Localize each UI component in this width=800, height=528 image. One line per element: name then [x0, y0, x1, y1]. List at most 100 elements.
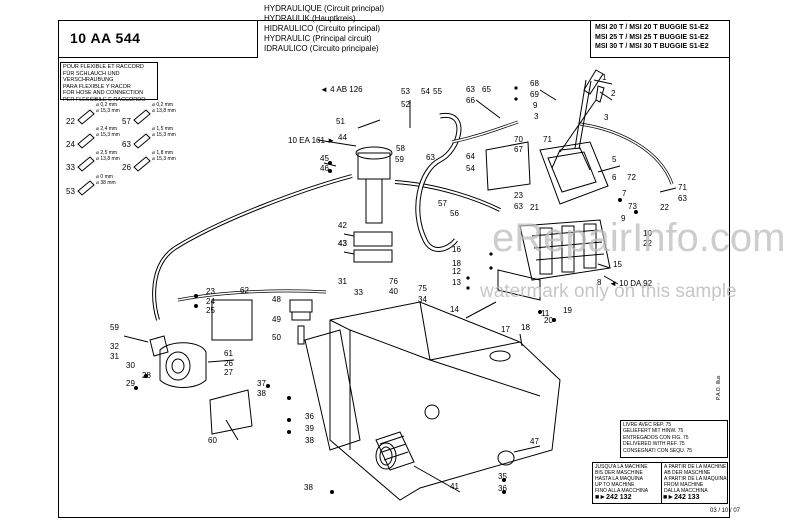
part-number-callout: 31: [338, 277, 347, 286]
part-number-callout: 63: [514, 202, 523, 211]
part-number-callout: 8: [597, 278, 602, 287]
serial-left: ■►242 132: [595, 494, 632, 501]
part-number-callout: 28: [142, 371, 151, 380]
part-number-callout: 30: [126, 361, 135, 370]
serial-col-left: JUSQU'A LA MACHINE BIS DER MASCHINE HAST…: [595, 464, 649, 494]
part-number-callout: 65: [482, 85, 491, 94]
part-number-callout: 35: [498, 472, 507, 481]
part-number-callout: 18: [521, 323, 530, 332]
part-number-callout: 1: [602, 73, 607, 82]
part-number-callout: 3: [604, 113, 609, 122]
part-number-callout: 43: [338, 239, 347, 248]
title-block: HYDRAULIQUE (Circuit principal) HYDRAULI…: [264, 4, 384, 54]
part-number-callout: 61: [224, 349, 233, 358]
part-number-callout: 31: [110, 352, 119, 361]
hose-legend-line: PER FLESSIBILE E RACCORDO: [63, 96, 146, 103]
part-number-callout: 70: [514, 135, 523, 144]
part-number-callout: 29: [126, 379, 135, 388]
part-number-callout: 32: [110, 342, 119, 351]
note-line: GELIEFERT MIT HINW. 75: [623, 428, 684, 435]
part-number-callout: 20: [544, 316, 553, 325]
hose-legend-line: FÜR SCHLAUCH UND VERSCHRAUBUNG: [63, 70, 120, 84]
hose-num: 53: [66, 187, 75, 196]
part-number-callout: 9: [621, 214, 626, 223]
part-number-callout: 41: [450, 482, 459, 491]
part-number-callout: 11: [541, 309, 550, 318]
hose-legend-line: PARA FLEXIBLE Y RACOR: [63, 83, 131, 90]
watermark-subtitle: watermark only on this sample: [480, 281, 737, 302]
part-number-callout: 51: [336, 117, 345, 126]
delivered-note: LIVRE AVEC REP. 75 GELIEFERT MIT HINW. 7…: [620, 420, 728, 458]
part-number-callout: 63: [678, 194, 687, 203]
pao-label: P.A.O. Illus: [716, 375, 722, 400]
part-number-callout: 42: [338, 221, 347, 230]
part-number-callout: 55: [433, 87, 442, 96]
part-number-callout: 63: [426, 153, 435, 162]
part-number-callout: 14: [450, 305, 459, 314]
part-number-callout: 56: [450, 209, 459, 218]
part-number-callout: 3: [534, 112, 539, 121]
part-number-callout: 59: [110, 323, 119, 332]
part-number-callout: 39: [305, 424, 314, 433]
part-number-callout: 38: [304, 483, 313, 492]
part-number-callout: 54: [421, 87, 430, 96]
part-number-callout: 68: [530, 79, 539, 88]
note-line: ENTREGADOS CON FIG. 75: [623, 434, 689, 441]
hose-size: ⌀ 0,2 mm⌀ 15,3 mm: [96, 102, 120, 114]
part-number-callout: 23: [514, 191, 523, 200]
part-number-callout: 9: [533, 101, 538, 110]
note-line: LIVRE AVEC REP. 75: [623, 422, 672, 428]
part-number-callout: 71: [543, 135, 552, 144]
part-number-callout: 63: [466, 85, 475, 94]
page-frame: [58, 20, 730, 518]
title-fr: HYDRAULIQUE (Circuit principal): [264, 4, 385, 13]
part-number-callout: 53: [401, 87, 410, 96]
part-number-callout: 15: [613, 260, 622, 269]
hose-num: 26: [122, 163, 131, 172]
hose-num: 22: [66, 117, 75, 126]
part-number-callout: 44: [338, 133, 347, 142]
part-number-callout: 22: [643, 239, 652, 248]
part-number-callout: 62: [240, 286, 249, 295]
model-box: MSI 20 T / MSI 20 T BUGGIE S1-E2 MSI 25 …: [590, 20, 730, 58]
hose-num: 57: [122, 117, 131, 126]
part-number-callout: 64: [466, 152, 475, 161]
part-number-callout: 7: [622, 189, 627, 198]
model-line: MSI 25 T / MSI 25 T BUGGIE S1-E2: [595, 33, 709, 41]
part-number-callout: 66: [466, 96, 475, 105]
part-number-callout: 21: [530, 203, 539, 212]
part-number-callout: 38: [257, 389, 266, 398]
page-code: 10 AA 544: [70, 30, 141, 46]
model-line: MSI 30 T / MSI 30 T BUGGIE S1-E2: [595, 43, 709, 50]
part-number-callout: 10: [643, 229, 652, 238]
part-number-callout: 47: [530, 437, 539, 446]
part-number-callout: 67: [514, 145, 523, 154]
part-number-callout: 24: [206, 297, 215, 306]
part-number-callout: 26: [224, 359, 233, 368]
hose-legend-line: POUR FLEXIBLE ET RACCORD: [63, 64, 144, 70]
part-number-callout: 36: [498, 484, 507, 493]
serial-table: JUSQU'A LA MACHINE BIS DER MASCHINE HAST…: [592, 462, 728, 504]
part-number-callout: 43: [338, 239, 347, 248]
hose-legend-line: FOR HOSE AND CONNECTION: [63, 90, 144, 97]
part-number-callout: 25: [206, 306, 215, 315]
part-number-callout: 6: [612, 173, 617, 182]
model-line: MSI 20 T / MSI 20 T BUGGIE S1-E2: [595, 24, 709, 31]
ref-4ab126: ◄ 4 AB 126: [320, 85, 363, 94]
part-number-callout: 59: [395, 155, 404, 164]
hose-size: ⌀ 2,4 mm⌀ 15,3 mm: [96, 126, 120, 138]
serial-right: ■►242 133: [663, 494, 700, 501]
hose-legend-box: POUR FLEXIBLE ET RACCORD FÜR SCHLAUCH UN…: [60, 62, 158, 103]
part-number-callout: 75: [418, 284, 427, 293]
ref-10da92: ◄ 10 DA 92: [609, 279, 653, 288]
title-es: HIDRAULICO (Circuito principal): [264, 24, 381, 33]
hose-size: ⌀ 0 mm⌀ 38 mm: [96, 174, 116, 186]
part-number-callout: 71: [678, 183, 687, 192]
part-number-callout: 36: [305, 412, 314, 421]
ref-10ea161: 10 EA 161 ►: [288, 136, 336, 145]
serial-col-right: A PARTIR DE LA MACHINE AB DER MASCHINE A…: [661, 463, 730, 504]
title-de: HYDRAULIK (Hauptkreis): [264, 14, 356, 23]
part-number-callout: 5: [612, 155, 617, 164]
part-number-callout: 22: [660, 203, 669, 212]
